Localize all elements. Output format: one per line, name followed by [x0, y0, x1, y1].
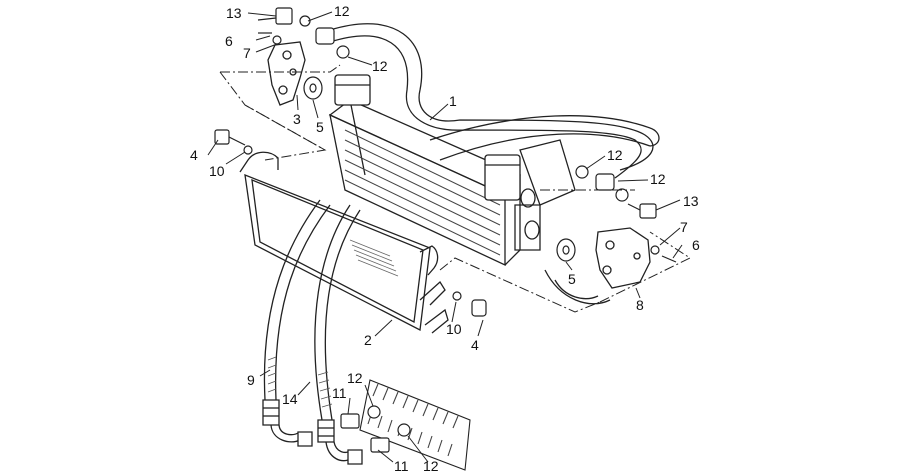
label-8: 8	[636, 297, 644, 313]
label-11-upper: 11	[332, 385, 347, 401]
label-10-bottom: 10	[446, 321, 462, 337]
engine-fins	[360, 380, 470, 470]
label-6-left: 6	[225, 33, 233, 49]
label-12-top: 12	[334, 3, 350, 19]
upper-oil-hose	[330, 24, 653, 178]
left-bracket	[268, 42, 305, 105]
label-2: 2	[364, 332, 372, 348]
label-12-bottom-upper: 12	[347, 370, 363, 386]
label-1: 1	[449, 93, 457, 109]
alignment-lines	[220, 65, 690, 312]
label-4-left: 4	[190, 147, 198, 163]
label-6-right: 6	[692, 237, 700, 253]
label-7-left: 7	[243, 45, 251, 61]
leader-lines	[208, 12, 682, 462]
label-12-top-right: 12	[372, 58, 388, 74]
label-5-left: 5	[316, 119, 324, 135]
label-9: 9	[247, 372, 255, 388]
label-3: 3	[293, 111, 301, 127]
label-4-bottom: 4	[471, 337, 479, 353]
label-7-right: 7	[680, 219, 688, 235]
part-labels: 1 2 3 4 4 5 5 6 6 7 7 8 9 10 10 11 11 12…	[190, 3, 700, 474]
label-12-right-lower: 12	[650, 171, 666, 187]
lower-oil-hoses	[263, 200, 362, 464]
label-14: 14	[282, 391, 298, 407]
oil-cooler-radiator	[330, 75, 540, 265]
frame-tube	[430, 116, 659, 304]
label-13-right: 13	[683, 193, 699, 209]
label-5-right: 5	[568, 271, 576, 287]
label-11-lower: 11	[394, 458, 409, 474]
label-12-bottom-lower: 12	[423, 458, 439, 474]
right-bracket	[596, 228, 650, 288]
radiator-guard	[240, 152, 448, 333]
label-12-right-upper: 12	[607, 147, 623, 163]
label-13-left: 13	[226, 5, 242, 21]
label-10-left: 10	[209, 163, 225, 179]
